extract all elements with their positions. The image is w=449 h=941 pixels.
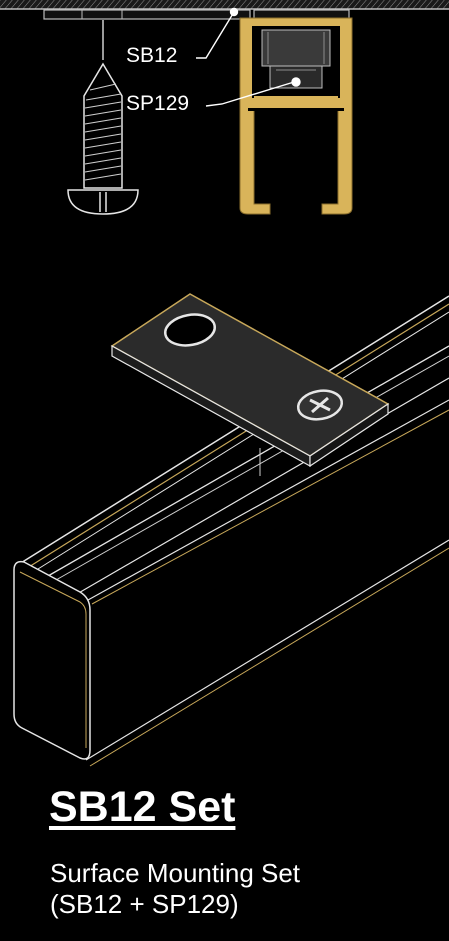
callout-bracket-label: SB12 [126,44,177,67]
description-line-2: (SB12 + SP129) [50,889,239,919]
track-profile [239,17,353,215]
description-line-1: Surface Mounting Set [50,858,301,888]
callout-leaders [196,7,301,107]
set-title: SB12 Set [49,783,236,831]
mounting-diagram: SB12 SP129 [0,0,449,767]
mounting-bracket [110,293,390,468]
screw [67,20,139,215]
ceiling-surface [0,0,449,20]
callout-spacer-label: SP129 [126,92,189,115]
set-description: Surface Mounting Set (SB12 + SP129) [50,858,440,920]
